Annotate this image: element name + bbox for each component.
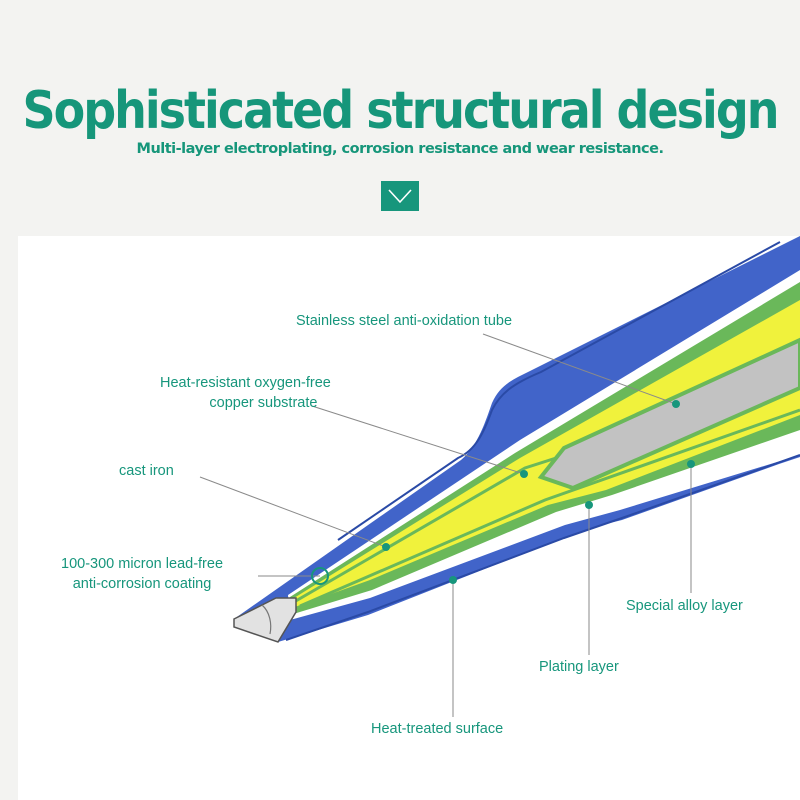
label-copper-substrate: Heat-resistant oxygen-free copper substr… bbox=[160, 373, 331, 413]
label-coating: 100-300 micron lead-free anti-corrosion … bbox=[61, 554, 223, 594]
chisel-tip bbox=[233, 597, 297, 643]
label-coating-line1: 100-300 micron lead-free bbox=[61, 556, 224, 572]
label-heat-treated: Heat-treated surface bbox=[371, 721, 504, 737]
label-copper-substrate-line2: copper substrate bbox=[209, 395, 318, 411]
page-subtitle: Multi-layer electroplating, corrosion re… bbox=[136, 141, 664, 157]
chevron-down-icon bbox=[388, 189, 412, 204]
chevron-badge bbox=[381, 181, 419, 211]
tip-outline bbox=[285, 241, 800, 641]
chisel-tip-face bbox=[261, 604, 272, 635]
page-title: Sophisticated structural design bbox=[22, 80, 779, 141]
label-plating-layer: Plating layer bbox=[539, 659, 619, 675]
label-copper-substrate-line1: Heat-resistant oxygen-free bbox=[160, 375, 331, 391]
marker-dots bbox=[382, 400, 695, 584]
leader-lines bbox=[199, 333, 692, 717]
coating-ring-marker bbox=[311, 567, 329, 585]
soldering-tip-diagram bbox=[199, 236, 800, 717]
label-stainless-tube: Stainless steel anti-oxidation tube bbox=[296, 313, 513, 329]
label-coating-line2: anti-corrosion coating bbox=[72, 576, 212, 592]
stainless-core bbox=[537, 337, 800, 491]
label-special-alloy: Special alloy layer bbox=[626, 598, 743, 614]
diagram-panel bbox=[18, 236, 800, 800]
label-cast-iron: cast iron bbox=[119, 463, 174, 479]
